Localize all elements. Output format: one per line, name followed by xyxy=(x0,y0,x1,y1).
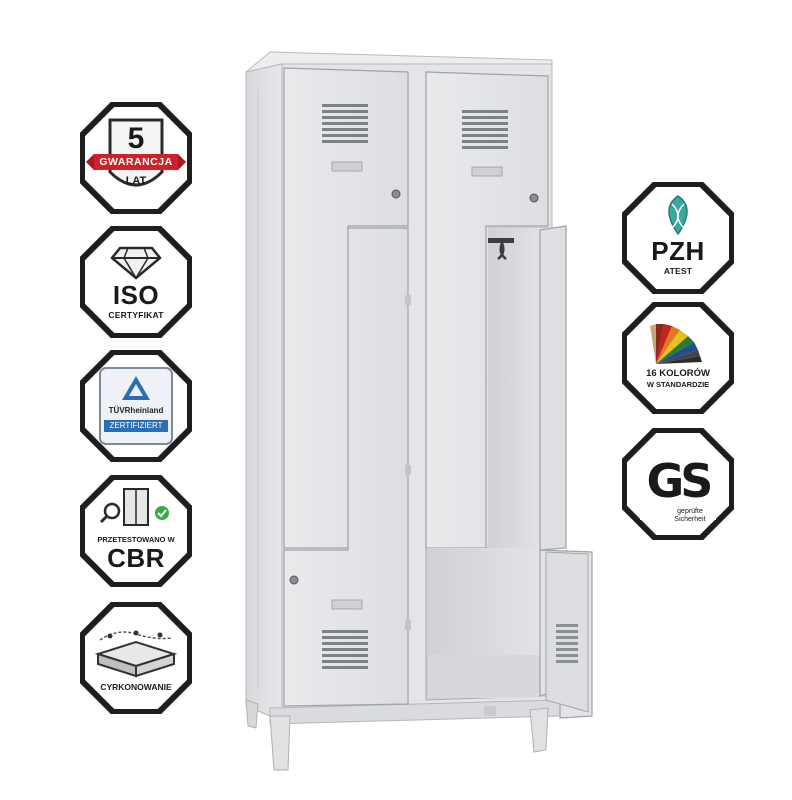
label-holder xyxy=(471,166,503,177)
tuv-brand: TÜVRheinland xyxy=(108,406,164,415)
leaf-dna-icon xyxy=(622,182,734,294)
tuv-triangle-icon xyxy=(80,350,192,462)
tuv-caption: ZERTIFIZIERT xyxy=(109,421,163,430)
open-z-door-upper xyxy=(539,225,567,551)
zinc-caption: CYRKONOWANIE xyxy=(100,682,172,692)
vent-grille xyxy=(322,104,368,143)
colors-line2: W STANDARDZIE xyxy=(646,380,710,389)
lock-icon xyxy=(529,193,539,203)
vent-grille xyxy=(556,624,578,663)
iso-title: ISO xyxy=(112,280,160,310)
left-upper-z-door xyxy=(283,67,409,549)
gs-mark-icon xyxy=(622,428,734,540)
badge-iso: ISO CERTYFIKAT xyxy=(80,226,192,338)
badge-tuv: TÜVRheinland ZERTIFIZIERT xyxy=(80,350,192,462)
gs-title: GS xyxy=(646,454,714,508)
badge-pzh: PZH ATEST xyxy=(622,182,734,294)
guarantee-ribbon: GWARANCJA xyxy=(99,156,173,168)
badge-zinc: CYRKONOWANIE xyxy=(80,602,192,714)
badge-cbr: PRZETESTOWANO W CBR xyxy=(80,475,192,587)
lock-icon xyxy=(391,189,401,199)
iso-caption: CERTYFIKAT xyxy=(108,310,164,320)
gs-line1: geprüfte xyxy=(677,508,703,515)
color-fan-icon xyxy=(622,302,734,414)
gs-line2: Sicherheit xyxy=(674,516,706,523)
locker-leg xyxy=(529,707,549,753)
colors-line1: 16 KOLORÓW xyxy=(646,368,710,379)
locker-side xyxy=(245,63,283,717)
label-holder xyxy=(331,161,363,172)
guarantee-number: 5 xyxy=(127,122,145,155)
label-holder xyxy=(331,599,363,610)
locker-check-icon xyxy=(80,475,192,587)
locker-leg xyxy=(269,715,291,771)
badge-colors: 16 KOLORÓW W STANDARDZIE xyxy=(622,302,734,414)
diamond-icon xyxy=(80,226,192,338)
guarantee-unit: LAT xyxy=(125,175,147,187)
badge-guarantee: 5 GWARANCJA LAT xyxy=(80,102,192,214)
badge-gs: GS geprüfte Sicherheit xyxy=(622,428,734,540)
cbr-caption: PRZETESTOWANO W xyxy=(97,535,175,544)
shield-icon xyxy=(80,102,192,214)
lock-icon xyxy=(289,575,299,585)
vent-grille xyxy=(322,630,368,669)
vent-grille xyxy=(462,110,508,149)
pzh-caption: ATEST xyxy=(663,266,693,276)
cbr-title: CBR xyxy=(107,543,165,573)
layered-surface-icon xyxy=(80,602,192,714)
pzh-title: PZH xyxy=(651,236,705,266)
left-lower-z-door xyxy=(283,227,409,707)
